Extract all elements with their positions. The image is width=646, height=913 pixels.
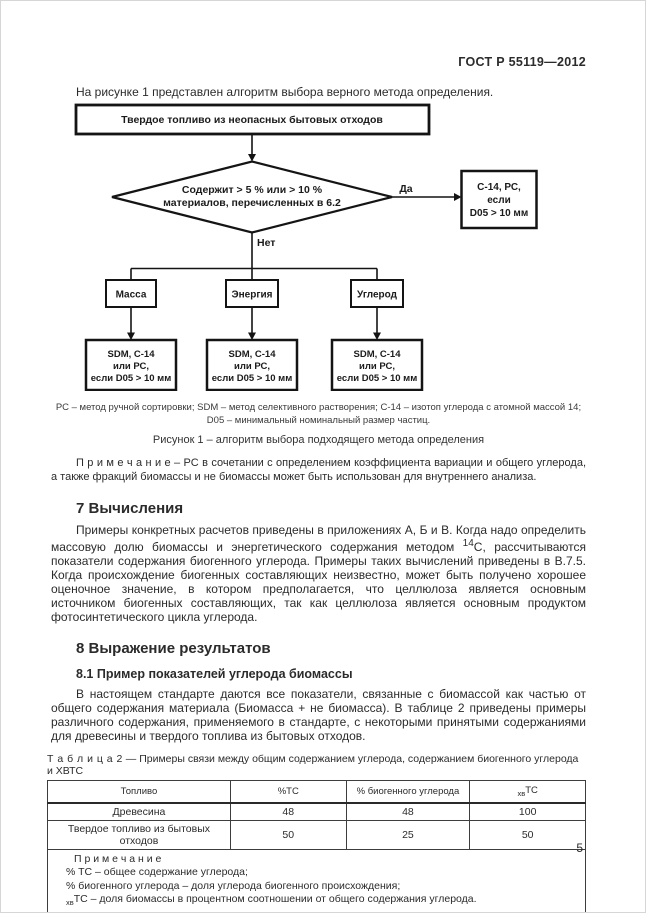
arrowhead-into-result-1 xyxy=(127,332,135,340)
table-2-caption-label: Т а б л и ц а 2 xyxy=(47,753,123,765)
figure-legend-line1: РС – метод ручной сортировки; SDM – мето… xyxy=(55,402,582,413)
flowchart-canvas: Твердое топливо из неопасных бытовых отх… xyxy=(74,103,538,392)
section-7-text-after: С, рассчитываются показатели содержания … xyxy=(51,540,586,624)
table-note-line1: % TC – общее содержание углерода; xyxy=(66,866,248,879)
branch-box-mass xyxy=(105,279,157,308)
branch-box-energy-label: Энергия xyxy=(232,290,273,301)
table-2-caption: Т а б л и ц а 2 — Примеры связи между об… xyxy=(47,753,586,777)
result-box-carbon xyxy=(330,338,424,392)
xbtc-main: TC xyxy=(525,785,538,796)
table-row: Твердое топливо из бытовых отходов 50 25… xyxy=(47,819,586,850)
result-box-3-line1: SDM, С-14 xyxy=(354,349,402,360)
col-header-tc: %TC xyxy=(229,779,347,804)
cell-bio-waste: 25 xyxy=(345,819,471,850)
cell-tc-waste: 50 xyxy=(229,819,347,850)
branch-box-carbon xyxy=(350,279,404,308)
yes-box-line3: D05 > 10 мм xyxy=(470,208,528,219)
table-note: П р и м е ч а н и е % TC – общее содержа… xyxy=(47,848,586,912)
cell-xb-waste: 50 xyxy=(469,819,586,850)
result-box-2-line1: SDM, С-14 xyxy=(229,349,277,360)
result-box-3-line3: если D05 > 10 мм xyxy=(337,373,417,384)
cell-tc-wood: 48 xyxy=(229,802,347,821)
table-note-line2: % биогенного углерода – доля углерода би… xyxy=(66,879,401,892)
branch-box-carbon-label: Углерод xyxy=(357,290,398,301)
branch-box-energy xyxy=(225,279,279,308)
branch-box-mass-label: Масса xyxy=(116,290,147,301)
flowchart-top-box-label: Твердое топливо из неопасных бытовых отх… xyxy=(121,114,383,126)
result-box-1-line2: или РС, xyxy=(113,361,149,372)
decision-label-line2: материалов, перечисленных в 6.2 xyxy=(163,197,341,209)
note-xb-subscript: хв xyxy=(66,898,74,908)
figure-1-flowchart: Твердое топливо из неопасных бытовых отх… xyxy=(51,103,586,396)
arrowhead-into-result-2 xyxy=(248,332,256,340)
section-7-paragraph: Примеры конкретных расчетов приведены в … xyxy=(51,523,586,624)
flowchart-top-box xyxy=(74,103,431,136)
result-box-1-line1: SDM, С-14 xyxy=(108,349,156,360)
result-box-energy xyxy=(205,338,299,392)
figure-legend-line2: D05 – минимальный номинальный размер час… xyxy=(206,414,431,426)
table-2: Топливо %TC % биогенного углерода хвTC Д… xyxy=(47,779,586,912)
note-xb-rest: TC – доля биомассы в процентном соотноше… xyxy=(73,893,477,906)
arrowhead-into-result-3 xyxy=(373,332,381,340)
page-number: 5 xyxy=(576,841,583,855)
arrowhead-into-diamond xyxy=(248,154,256,162)
yes-box-line2: если xyxy=(487,195,511,206)
cell-xb-wood: 100 xyxy=(469,802,586,821)
figure-note: П р и м е ч а н и е – РС в сочетании с о… xyxy=(51,457,586,483)
isotope-superscript: 14 xyxy=(462,538,474,549)
figure-legend: РС – метод ручной сортировки; SDM – мето… xyxy=(51,402,586,427)
result-box-mass xyxy=(84,338,178,392)
table-header-row: Топливо %TC % биогенного углерода хвTC xyxy=(47,779,586,804)
section-8-1-title: 8.1 Пример показателей углерода биомассы xyxy=(76,667,353,681)
table-2-caption-text: — Примеры связи между общим содержанием … xyxy=(47,753,579,777)
section-7-text-before: Примеры конкретных расчетов приведены в … xyxy=(51,523,586,554)
col-header-fuel: Топливо xyxy=(47,779,231,804)
yes-box-line1: С-14, РС, xyxy=(477,182,521,193)
cell-fuel-wood: Древесина xyxy=(47,802,231,821)
arrowhead-into-yes-box xyxy=(454,193,462,201)
cell-fuel-waste: Твердое топливо из бытовых отходов xyxy=(47,819,231,850)
xbtc-subscript: хв xyxy=(517,788,526,798)
flowchart-yes-result-box xyxy=(460,169,538,230)
no-branch-label: Нет xyxy=(257,237,275,249)
result-box-2-line2: или РС, xyxy=(234,361,270,372)
page-content: ГОСТ Р 55119—2012 На рисунке 1 представл… xyxy=(47,1,586,912)
section-8-1-paragraph: В настоящем стандарте даются все показат… xyxy=(51,687,586,743)
result-box-1-line3: если D05 > 10 мм xyxy=(91,373,171,384)
col-header-biogenic: % биогенного углерода xyxy=(345,779,471,804)
table-note-line3: хвTC – доля биомассы в процентном соотно… xyxy=(66,893,577,910)
table-note-title: П р и м е ч а н и е xyxy=(74,852,162,865)
figure-caption: Рисунок 1 – алгоритм выбора подходящего … xyxy=(152,434,485,446)
decision-label-line1: Содержит > 5 % или > 10 % xyxy=(182,184,323,196)
table-note-row: П р и м е ч а н и е % TC – общее содержа… xyxy=(47,848,586,912)
table-row: Древесина 48 48 100 xyxy=(47,802,586,821)
yes-branch-label: Да xyxy=(399,183,412,195)
col-header-xbtc: хвTC xyxy=(469,779,586,804)
result-box-3-line2: или РС, xyxy=(359,361,395,372)
section-8-title: 8 Выражение результатов xyxy=(76,640,271,657)
standard-number-header: ГОСТ Р 55119—2012 xyxy=(458,55,586,69)
intro-paragraph: На рисунке 1 представлен алгоритм выбора… xyxy=(76,85,494,99)
result-box-2-line3: если D05 > 10 мм xyxy=(212,373,292,384)
section-7-title: 7 Вычисления xyxy=(76,500,184,517)
cell-bio-wood: 48 xyxy=(345,802,471,821)
